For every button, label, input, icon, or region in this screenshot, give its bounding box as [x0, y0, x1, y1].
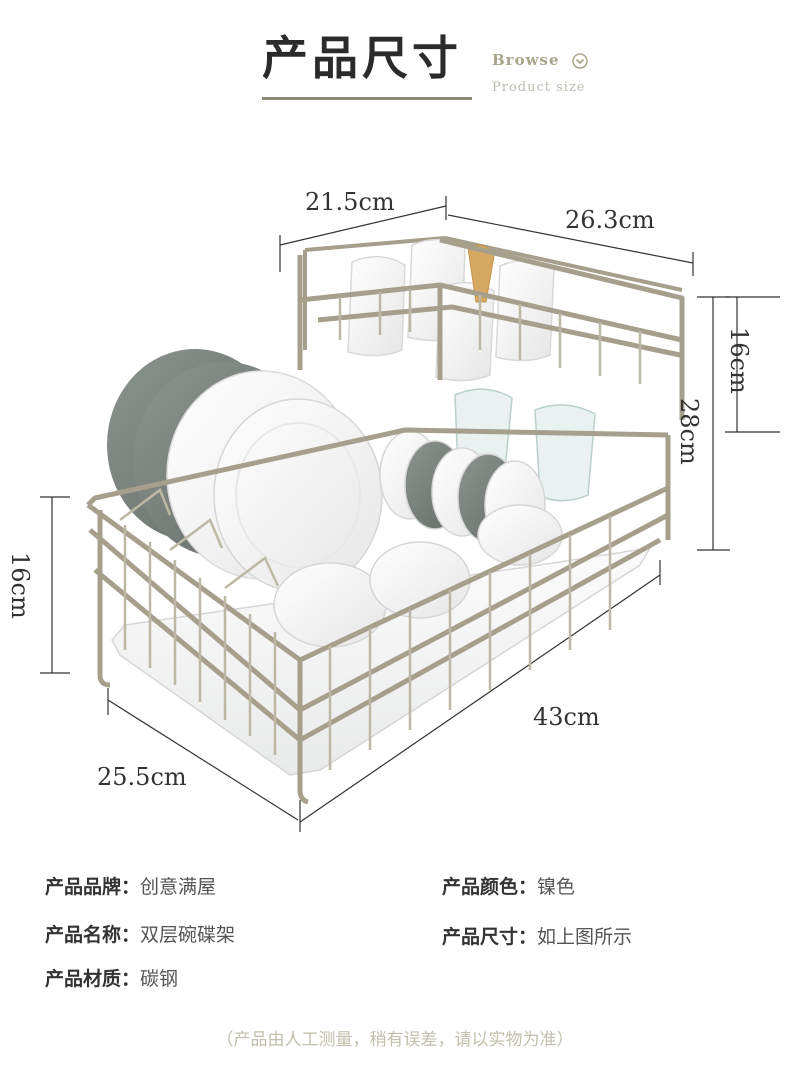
- page-header: 产品尺寸 Browse Product size: [0, 0, 790, 110]
- spec-color: 产品颜色：镍色: [442, 872, 575, 899]
- spec-size-label: 产品尺寸：: [442, 926, 538, 948]
- spec-size-value: 如上图所示: [537, 926, 633, 948]
- dim-top-depth: 26.3cm: [565, 206, 655, 234]
- spec-size: 产品尺寸：如上图所示: [442, 922, 632, 949]
- top-basket: [297, 237, 685, 420]
- spec-name-value: 双层碗碟架: [140, 924, 236, 946]
- title-underline: [262, 97, 472, 100]
- spec-name-label: 产品名称：: [45, 924, 141, 946]
- spec-material-value: 碳钢: [140, 968, 179, 990]
- dim-bottom-width: 25.5cm: [97, 763, 187, 791]
- plates: [107, 349, 383, 592]
- measurement-note: （产品由人工测量，稍有误差，请以实物为准）: [216, 1030, 574, 1050]
- page-title: 产品尺寸: [262, 31, 462, 85]
- spec-brand-label: 产品品牌：: [45, 876, 141, 898]
- page-subtitle: Product size: [492, 80, 586, 95]
- drip-tray: [111, 547, 652, 776]
- dim-top-width: 21.5cm: [305, 188, 395, 216]
- spec-name: 产品名称：双层碗碟架: [45, 920, 235, 947]
- spec-brand-value: 创意满屋: [140, 876, 217, 898]
- dimension-lines: [40, 196, 780, 832]
- chevron-down-circle-icon: [572, 53, 588, 69]
- dish-rack-illustration: 21.5cm 26.3cm 16cm 28cm 16cm 43cm 25.5cm: [6, 188, 780, 832]
- browse-label: Browse: [492, 51, 560, 69]
- lower-basket-wires: [119, 488, 612, 770]
- bowls: [273, 430, 563, 648]
- top-basket-wires: [338, 289, 642, 384]
- dim-bottom-height: 16cm: [6, 552, 34, 619]
- spec-brand: 产品品牌：创意满屋: [45, 872, 216, 899]
- spec-material-label: 产品材质：: [45, 968, 141, 990]
- spec-material: 产品材质：碳钢: [45, 964, 178, 991]
- spec-color-value: 镍色: [537, 876, 576, 898]
- spec-color-label: 产品颜色：: [442, 876, 538, 898]
- lower-basket: [86, 427, 671, 805]
- dim-bottom-length: 43cm: [533, 703, 600, 731]
- dim-top-height: 16cm: [725, 327, 753, 394]
- dim-total-height: 28cm: [675, 398, 703, 465]
